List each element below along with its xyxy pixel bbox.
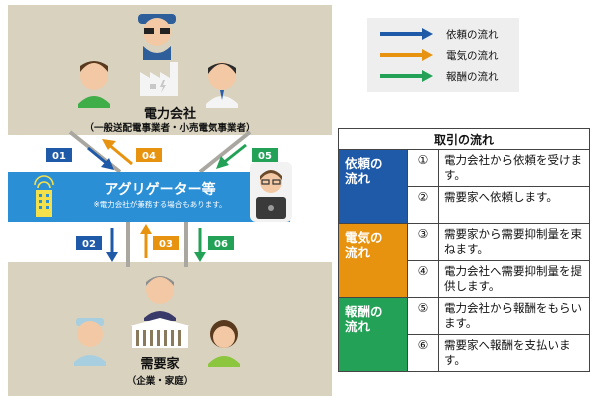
arrow-03: 03	[140, 224, 179, 258]
svg-text:依頼の流れ: 依頼の流れ	[446, 28, 499, 41]
legend-reward: 報酬の流れ	[380, 70, 499, 83]
svg-text:01: 01	[52, 151, 66, 162]
row-text: 需要家から需要抑制量を束ねます。	[438, 223, 590, 261]
svg-text:電気の流れ: 電気の流れ	[446, 49, 499, 62]
table-row: ⑥ 需要家へ報酬を支払います。	[339, 334, 590, 372]
power-company-title: 電力会社	[144, 106, 196, 122]
legend-request: 依頼の流れ	[380, 28, 499, 41]
connector-bar	[126, 222, 130, 267]
table-row: ④ 電力会社へ需要抑制量を提供します。	[339, 260, 590, 298]
row-number: ②	[407, 186, 439, 224]
row-number: ③	[407, 223, 439, 261]
table-row: 依頼の 流れ ① 電力会社から依頼を受けます。	[338, 149, 590, 224]
table-row: ② 需要家へ依頼します。	[339, 186, 590, 224]
row-number: ⑥	[407, 334, 439, 372]
svg-text:報酬の流れ: 報酬の流れ	[446, 70, 499, 83]
aggregator-bar	[8, 172, 290, 222]
svg-text:04: 04	[142, 151, 156, 162]
building-icon	[34, 175, 54, 217]
power-company-subtitle: （一般送配電事業者・小売電気事業者）	[84, 122, 255, 134]
row-text: 電力会社から依頼を受けます。	[438, 149, 590, 187]
legend-electricity: 電気の流れ	[380, 49, 499, 62]
table-row: 電気の 流れ ③ 需要家から需要抑制量を束ねます。	[338, 223, 590, 298]
office-building-icon	[130, 318, 190, 348]
row-text: 需要家へ報酬を支払います。	[438, 334, 590, 372]
category-request: 依頼の 流れ	[338, 149, 408, 224]
svg-text:05: 05	[258, 151, 272, 162]
transaction-flow-table: 取引の流れ 依頼の 流れ ① 電力会社から依頼を受けます。 ② 需要家へ依頼しま…	[338, 128, 590, 372]
row-number: ①	[407, 149, 439, 187]
connector-bar	[184, 222, 188, 267]
connector-diagonal	[198, 130, 252, 174]
aggregator-title: アグリゲーター等	[104, 181, 215, 198]
worker-icon	[138, 14, 176, 60]
woman-icon	[208, 320, 240, 367]
arrow-01: 01	[46, 146, 114, 170]
arrow-02: 02	[76, 228, 118, 262]
row-number: ⑤	[407, 297, 439, 335]
svg-text:02: 02	[82, 239, 96, 250]
category-electricity: 電気の 流れ	[338, 223, 408, 298]
row-text: 需要家へ依頼します。	[438, 186, 590, 224]
row-text: 電力会社から報酬をもらいます。	[438, 297, 590, 335]
table-row: 報酬の 流れ ⑤ 電力会社から報酬をもらいます。	[338, 297, 590, 372]
row-number: ④	[407, 260, 439, 298]
person-icon	[78, 61, 110, 108]
laptop-person-icon	[250, 162, 292, 222]
consumer-subtitle: （企業・家庭）	[127, 375, 194, 387]
senior-person-icon	[144, 276, 176, 321]
consumer-title: 需要家	[140, 356, 180, 372]
svg-text:03: 03	[159, 239, 173, 250]
arrow-05: 05	[216, 143, 278, 169]
person-icon	[206, 62, 238, 108]
factory-worker-icon	[74, 318, 106, 366]
category-reward: 報酬の 流れ	[338, 297, 408, 372]
arrow-04: 04	[102, 139, 162, 166]
legend: 依頼の流れ 電気の流れ 報酬の流れ	[367, 18, 519, 92]
table-header: 取引の流れ	[338, 128, 590, 150]
svg-text:06: 06	[214, 239, 228, 250]
arrow-06: 06	[194, 228, 234, 262]
factory-icon	[140, 62, 178, 96]
aggregator-note: ※電力会社が兼務する場合もあります。	[93, 199, 226, 209]
row-text: 電力会社へ需要抑制量を提供します。	[438, 260, 590, 298]
